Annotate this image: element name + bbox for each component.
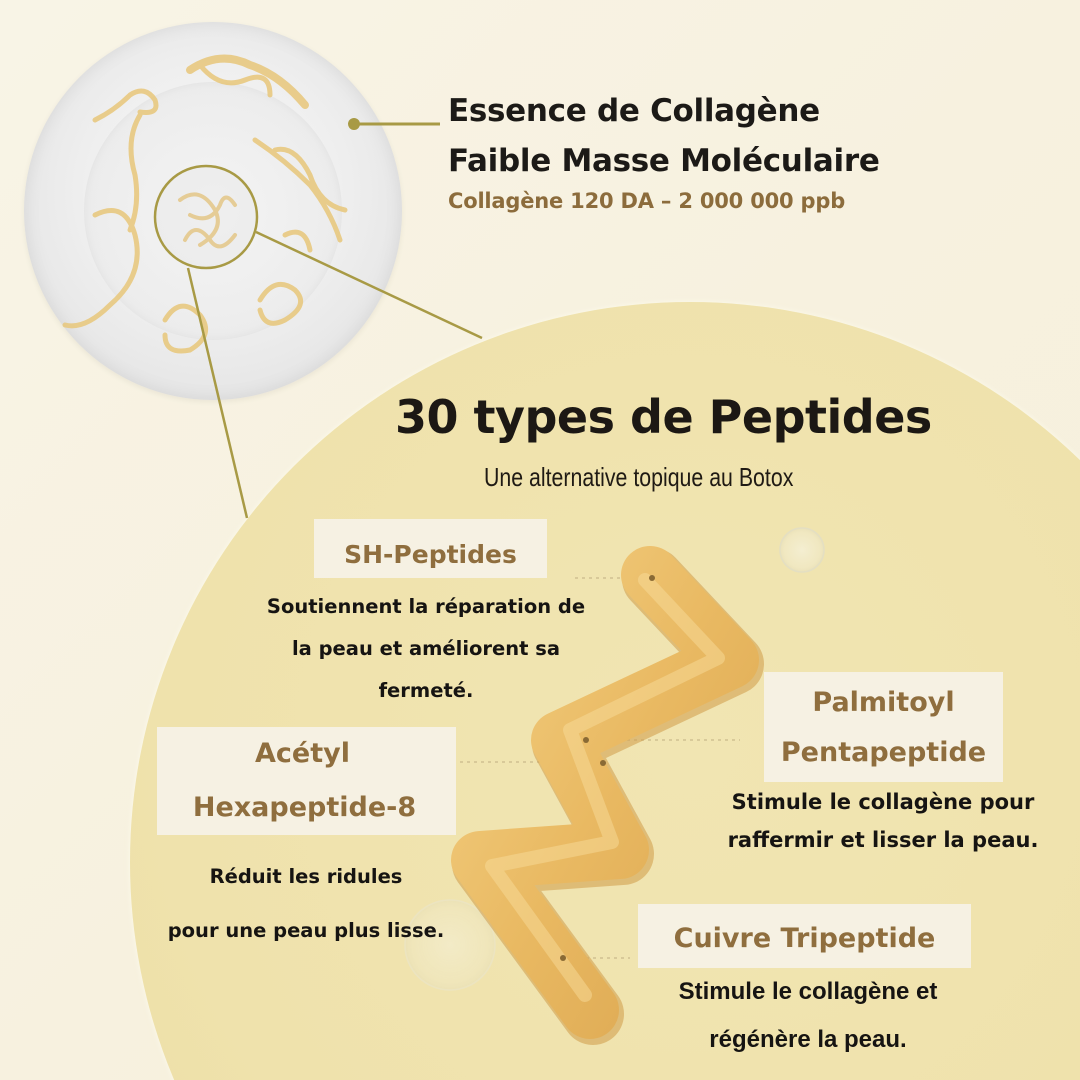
collagen-cluster-center	[178, 192, 237, 249]
bubble-icon	[779, 527, 825, 573]
callout-line-right	[255, 230, 483, 340]
callout-line-down	[186, 267, 249, 519]
collagen-essence-title: Essence de Collagène Faible Masse Molécu…	[448, 86, 880, 186]
sh-peptides-description: Soutiennent la réparation de la peau et …	[240, 586, 612, 712]
acetyl-hexapeptide-label: Acétyl Hexapeptide-8	[157, 727, 456, 835]
acetyl-name-line1: Acétyl	[255, 738, 350, 769]
bubble-icon	[404, 899, 496, 991]
peptides-headline: 30 types de Peptides	[395, 390, 932, 444]
desc-line: Soutiennent la réparation de	[266, 595, 586, 618]
magnifier-circle	[153, 164, 259, 270]
palmitoyl-name-line1: Palmitoyl	[812, 687, 955, 718]
guide-lines	[460, 577, 740, 959]
peptides-tagline: Une alternative topique au Botox	[484, 462, 794, 492]
collagen-fiber-icon	[62, 54, 348, 354]
desc-line: la peau et améliorent sa	[291, 637, 561, 660]
desc-line: Réduit les ridules	[209, 865, 403, 888]
desc-line: raffermir et lisser la peau.	[727, 828, 1039, 852]
palmitoyl-pentapeptide-label: Palmitoyl Pentapeptide	[764, 672, 1003, 782]
sh-peptides-label: SH-Peptides	[314, 519, 547, 578]
desc-line: fermeté.	[378, 679, 474, 702]
desc-line: Stimule le collagène et	[678, 978, 938, 1005]
palmitoyl-name-line2: Pentapeptide	[780, 737, 987, 768]
peptide-spiral-icon	[451, 546, 764, 1045]
desc-line: pour une peau plus lisse.	[167, 919, 445, 942]
acetyl-hexapeptide-description: Réduit les ridules pour une peau plus li…	[150, 850, 462, 958]
sh-peptides-name: SH-Peptides	[344, 540, 517, 569]
acetyl-name-line2: Hexapeptide-8	[192, 792, 417, 823]
title-line-2: Faible Masse Moléculaire	[448, 143, 880, 179]
title-line-1: Essence de Collagène	[448, 93, 820, 129]
palmitoyl-pentapeptide-description: Stimule le collagène pour raffermir et l…	[712, 783, 1054, 859]
desc-line: Stimule le collagène pour	[731, 790, 1035, 814]
cuivre-name: Cuivre Tripeptide	[673, 923, 936, 954]
cuivre-tripeptide-label: Cuivre Tripeptide	[638, 904, 971, 968]
collagen-spec-subtitle: Collagène 120 DA – 2 000 000 ppb	[448, 189, 846, 213]
cuivre-tripeptide-description: Stimule le collagène et régénère la peau…	[636, 968, 980, 1064]
desc-line: régénère la peau.	[709, 1026, 907, 1053]
